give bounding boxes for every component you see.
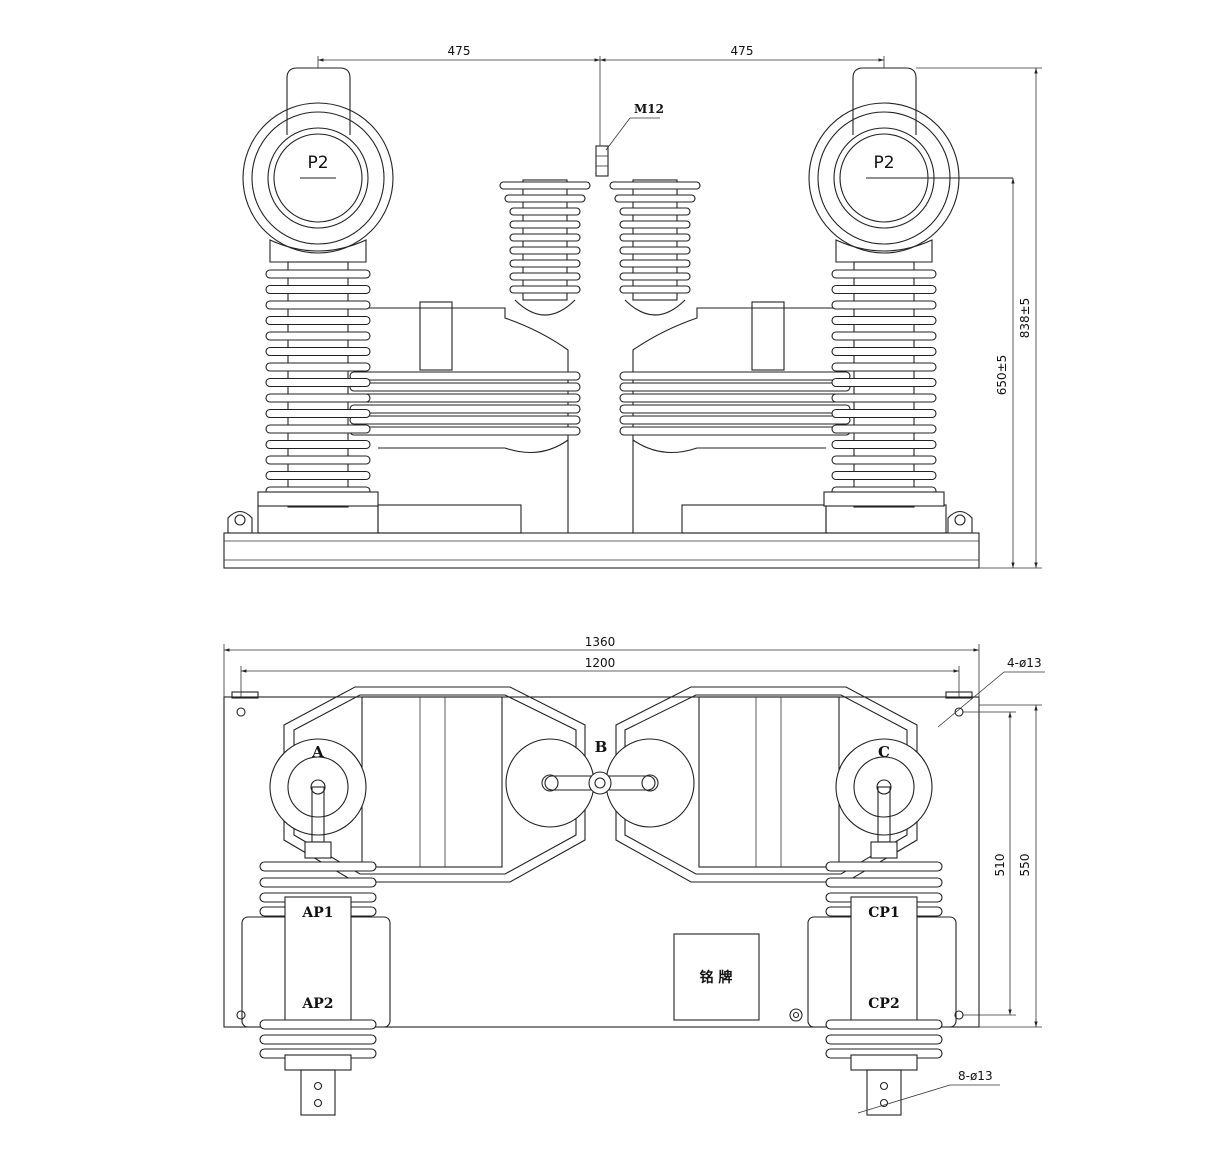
- plan-view: A B C AP1 AP2 CP1 CP2 铭 牌 1360 1200: [223, 635, 1045, 1116]
- central-bushing-right: [609, 179, 701, 316]
- dim-depth-outer: 550: [1018, 854, 1032, 877]
- ct-bushing-c: [825, 841, 943, 1071]
- tank-right: [632, 307, 850, 533]
- front-view: P2 P2 M12 475 475 650±5 838±5: [223, 44, 1042, 569]
- ground-stud: [789, 1008, 803, 1022]
- fin-left: [349, 393, 581, 403]
- right-terminal-label: P2: [873, 153, 894, 173]
- terminal-tab-a: [300, 1069, 336, 1116]
- fin-right: [619, 371, 851, 381]
- left-terminal-label: P2: [307, 153, 328, 173]
- ct-bushing-a: [259, 841, 377, 1071]
- dim-right-spacing: 475: [731, 44, 754, 58]
- side-bushing-left: [257, 261, 379, 508]
- terminal-head-left: [242, 67, 394, 263]
- fin-left: [349, 404, 581, 414]
- dim-left-spacing: 475: [448, 44, 471, 58]
- nameplate-label: 铭 牌: [700, 969, 733, 986]
- fin-right: [619, 382, 851, 392]
- fin-left: [349, 382, 581, 392]
- plan-base-plate: [223, 696, 980, 1028]
- lifting-lug-left: [227, 510, 253, 533]
- dim-height-total: 838±5: [1018, 298, 1032, 339]
- lifting-lug-right: [947, 510, 973, 533]
- terminal-head-right: [808, 67, 1013, 263]
- tank-left: [352, 307, 569, 533]
- fin-left: [349, 415, 581, 425]
- nameplate-box: [673, 933, 760, 1021]
- fin-left: [349, 371, 581, 381]
- central-bushing-left: [499, 179, 591, 316]
- terminal-tab-c: [866, 1069, 902, 1116]
- dim-base-length: 1360: [585, 635, 616, 649]
- phase-c-label: C: [878, 743, 890, 761]
- bolt-label: M12: [634, 102, 664, 116]
- fin-right: [619, 393, 851, 403]
- fin-right: [619, 415, 851, 425]
- m12-bolt: [595, 145, 609, 177]
- side-bushing-right: [823, 261, 945, 508]
- terminal-holes-label: 8-ø13: [958, 1069, 993, 1083]
- front-base-plate: [223, 532, 980, 569]
- phase-b-label: B: [595, 738, 608, 756]
- ct-c-top-label: CP1: [868, 905, 899, 921]
- dim-height-mid: 650±5: [995, 355, 1009, 396]
- dim-hole-spacing: 1200: [585, 656, 616, 670]
- ct-c-bottom-label: CP2: [868, 996, 899, 1012]
- phase-a-label: A: [311, 743, 324, 761]
- fin-right: [619, 426, 851, 436]
- ct-a-top-label: AP1: [301, 905, 333, 921]
- mount-holes-label: 4-ø13: [1007, 656, 1042, 670]
- fin-left: [349, 426, 581, 436]
- fin-right: [619, 404, 851, 414]
- ct-a-bottom-label: AP2: [301, 996, 333, 1012]
- dim-depth-inner: 510: [993, 854, 1007, 877]
